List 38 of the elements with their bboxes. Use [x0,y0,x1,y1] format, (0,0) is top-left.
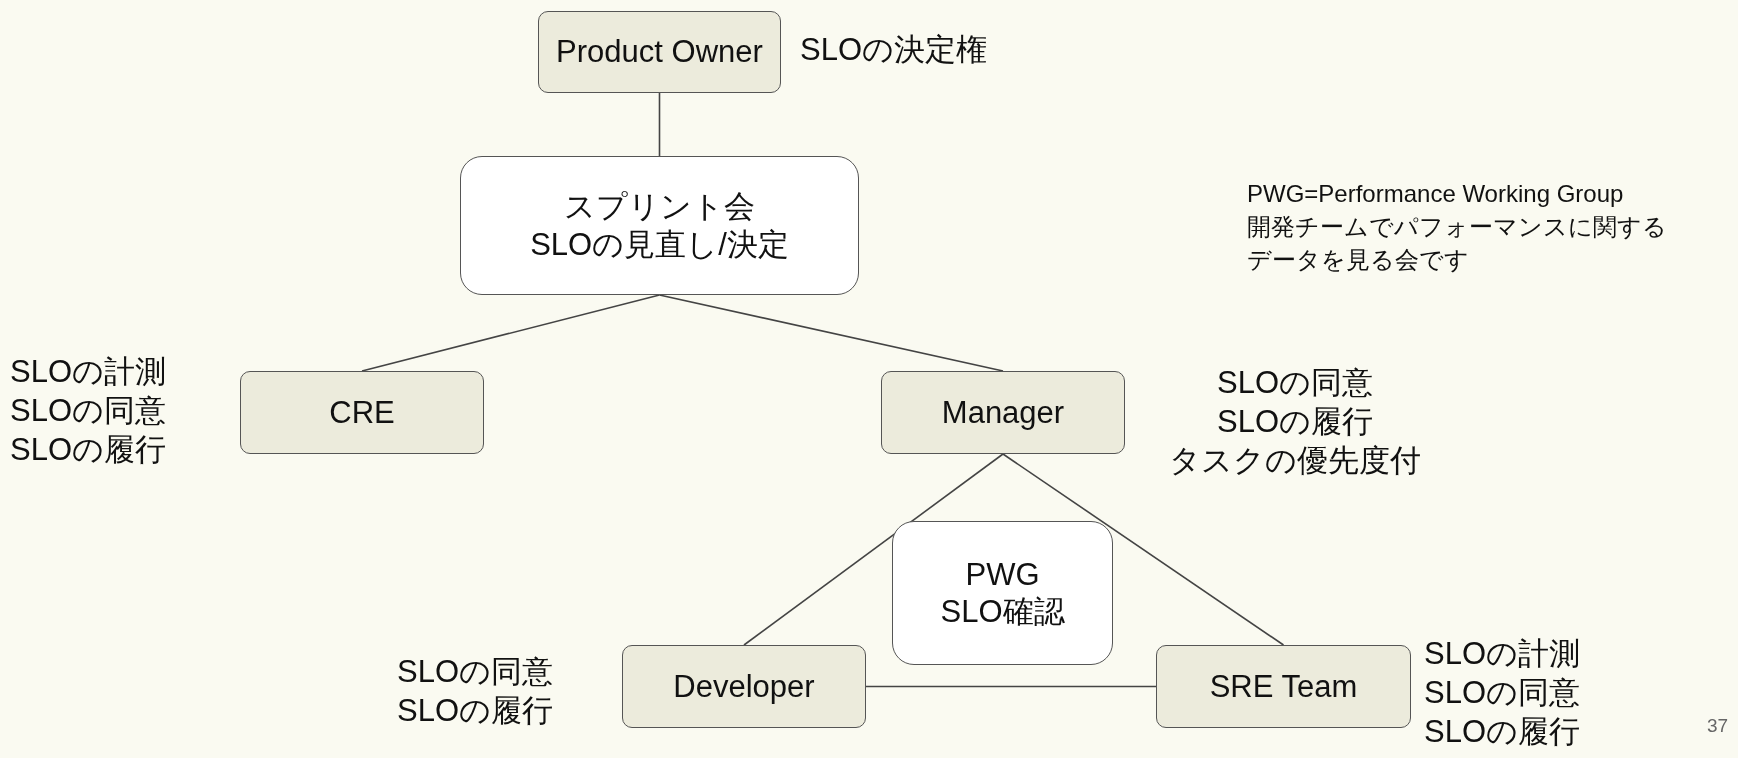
connector-line [865,685,1157,688]
role-duty-text: SLOの履行 [1424,713,1581,751]
node-label: Manager [941,393,1065,432]
role-duty-text: SLOの履行 [10,431,167,469]
note-text: PWG=Performance Working Group [1247,179,1624,209]
connector-line [361,294,661,372]
role-duty-text: SLOの同意 [1216,364,1374,402]
node-label: SRE Team [1209,667,1358,706]
role-duty-text: SLOの同意 [1424,674,1581,712]
role-box [1156,645,1411,728]
connector-line [658,92,661,157]
node-label: PWG [965,555,1040,593]
meeting-box [460,156,859,295]
role-box [538,11,781,93]
role-duty-text: SLOの履行 [397,692,554,730]
role-box [240,371,484,454]
meeting-box [892,521,1113,665]
role-duty-text: SLOの同意 [397,653,554,691]
node-label: スプリント会 [564,188,755,226]
role-duty-text: タスクの優先度付 [1168,442,1422,480]
page-number: 37 [1707,714,1729,738]
role-duty-text: SLOの決定権 [800,31,988,69]
role-duty-text: SLOの同意 [10,392,167,430]
connector-line [743,453,1004,646]
node-label: CRE [329,393,395,432]
node-label: Developer [673,667,815,706]
role-box [881,371,1125,454]
role-box [622,645,866,728]
node-label: SLOの見直し/決定 [530,225,789,263]
role-duty-text: SLOの計測 [1424,635,1581,673]
role-duty-text: SLOの履行 [1216,403,1374,441]
connector-line [658,294,1004,372]
connector-line [1002,453,1285,646]
node-label: SLO確認 [940,593,1065,631]
node-label: Product Owner [556,33,763,71]
role-duty-text: SLOの計測 [10,353,167,391]
note-text: 開発チームでパフォーマンスに関する [1247,212,1667,242]
note-text: データを見る会です [1247,245,1469,275]
